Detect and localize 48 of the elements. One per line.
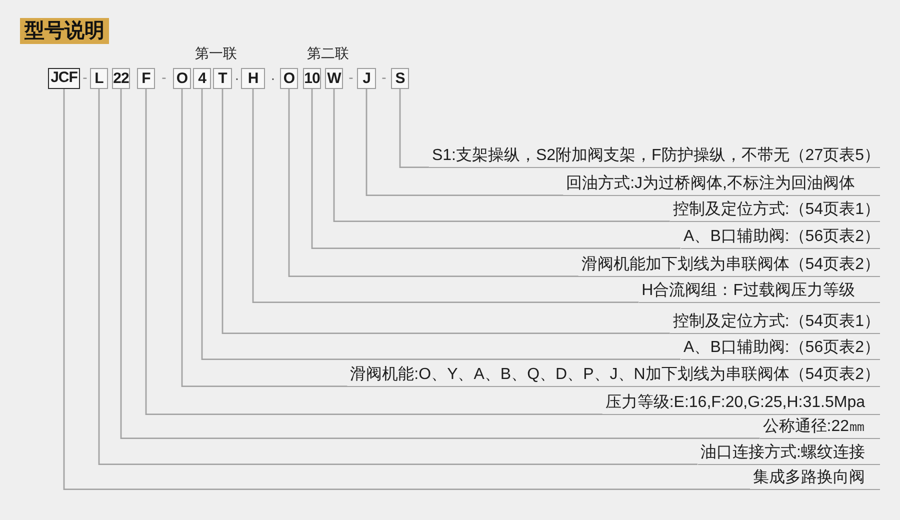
leader-line <box>63 89 750 490</box>
description-text: 回油方式:J为过桥阀体,不标注为回油阀体 <box>563 174 880 196</box>
code-box: 4 <box>193 68 211 89</box>
group-label: 第二联 <box>307 45 349 61</box>
separator-mark: - <box>348 69 354 85</box>
code-box: J <box>357 68 376 89</box>
heading-banner: 型号说明 <box>20 18 109 44</box>
separator-mark: - <box>382 69 386 85</box>
leader-line <box>181 89 348 387</box>
separator-mark: - <box>162 69 166 85</box>
code-box: L <box>90 68 108 89</box>
description-text: 滑阀机能:O、Y、A、B、Q、D、P、J、N加下划线为串联阀体（54页表2） <box>347 365 880 387</box>
leader-line <box>252 89 639 303</box>
description-text: 控制及定位方式:（54页表1） <box>670 200 880 222</box>
leader-line <box>288 89 578 277</box>
code-box: JCF <box>48 68 80 89</box>
description-text: 滑阀机能加下划线为串联阀体（54页表2） <box>578 255 880 277</box>
leader-line <box>120 89 760 439</box>
code-box: O <box>173 68 191 89</box>
description-text: 集成多路换向阀 <box>750 468 880 490</box>
code-box: 22 <box>112 68 130 89</box>
description-text: 压力等级:E:16,F:20,G:25,H:31.5Mpa <box>602 393 880 415</box>
description-text: 公称通径:22㎜ <box>760 417 880 439</box>
code-box: W <box>325 68 343 89</box>
leader-line <box>399 89 429 168</box>
code-box: F <box>137 68 155 89</box>
description-text: A、B口辅助阀:（56页表2） <box>680 338 880 360</box>
separator-mark: · <box>234 70 240 86</box>
leader-line <box>98 89 698 465</box>
group-label: 第一联 <box>195 45 237 61</box>
code-box: S <box>391 68 409 89</box>
code-box: O <box>280 68 298 89</box>
leader-line <box>145 89 602 415</box>
description-text: A、B口辅助阀:（56页表2） <box>680 227 880 249</box>
description-text: S1:支架操纵，S2附加阀支架，F防护操纵，不带无（27页表5） <box>428 146 880 168</box>
description-text: 油口连接方式:螺纹连接 <box>698 443 880 465</box>
description-text: H合流阀组：F过载阀压力等级 <box>638 281 880 303</box>
leader-line <box>201 89 681 360</box>
leader-line <box>311 89 681 249</box>
description-text: 控制及定位方式:（54页表1） <box>670 312 880 334</box>
separator-mark: - <box>82 69 88 85</box>
leader-line <box>222 89 670 334</box>
separator-mark: · <box>270 70 276 86</box>
code-box: T <box>213 68 232 89</box>
leader-line <box>333 89 670 222</box>
code-box: 10 <box>303 68 321 89</box>
leader-line <box>366 89 564 196</box>
code-box: H <box>241 68 265 89</box>
